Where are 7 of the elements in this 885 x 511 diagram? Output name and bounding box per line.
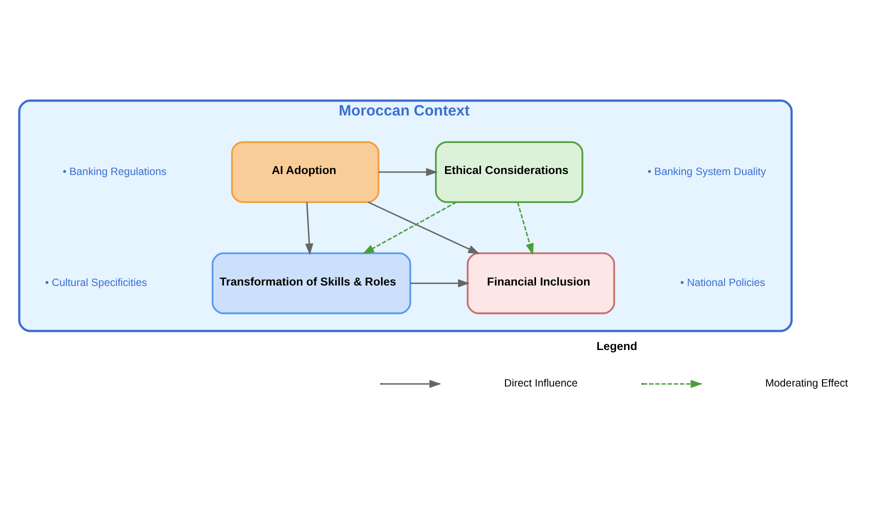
label: • National Policies bbox=[680, 277, 766, 290]
label: Legend bbox=[596, 340, 638, 353]
label: • Cultural Specificities bbox=[45, 277, 147, 290]
legend-label: Moderating Effect bbox=[765, 378, 848, 390]
label: • Banking System Duality bbox=[648, 166, 766, 178]
legend-label: Direct Influence bbox=[504, 378, 578, 390]
label: • Banking Regulations bbox=[62, 166, 166, 178]
